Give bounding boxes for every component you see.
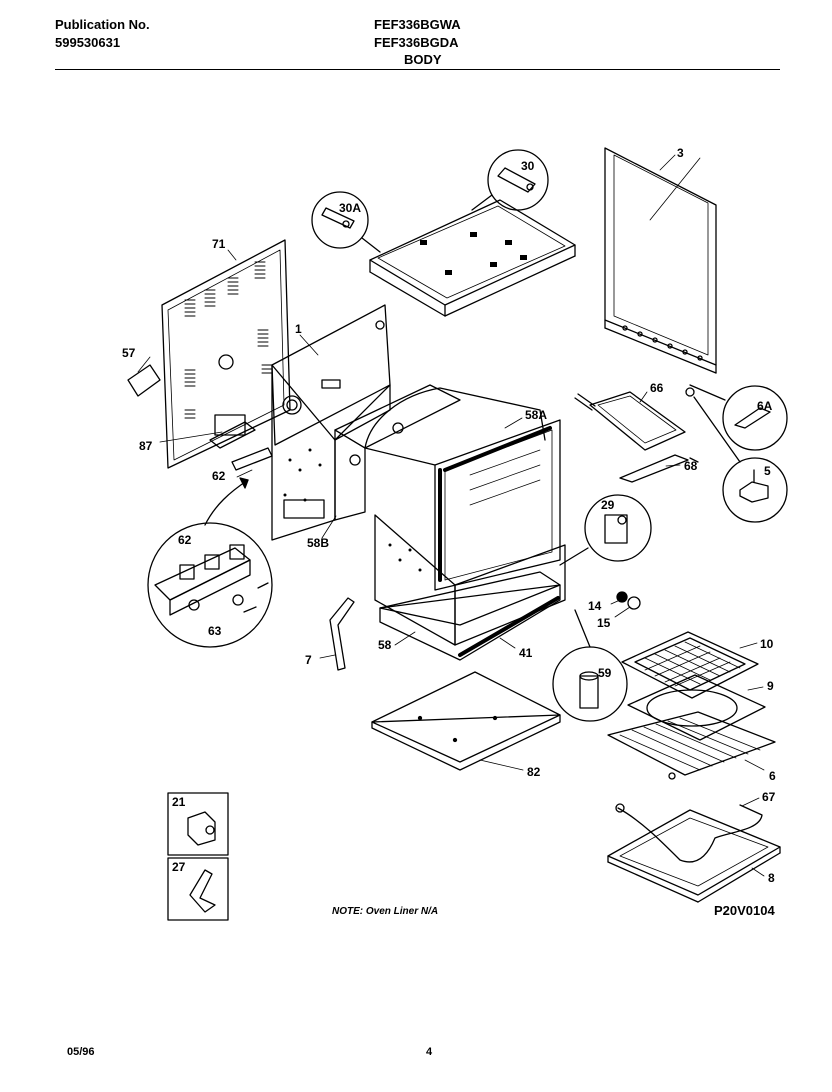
oven-rack-6 [607, 711, 776, 780]
part-label-58: 58 [378, 638, 392, 652]
part-label-41: 41 [519, 646, 533, 660]
part-label-7: 7 [305, 653, 312, 667]
footer-date: 05/96 [67, 1046, 95, 1058]
bracket-57 [127, 364, 161, 397]
part-label-30: 30 [521, 159, 535, 173]
part-label-59: 59 [598, 666, 612, 680]
detail-circle-6a [685, 384, 788, 451]
part-label-1: 1 [295, 322, 302, 336]
publication-number: 5995306​31 [55, 35, 121, 50]
part-label-15: 15 [597, 616, 611, 630]
part-label-30a: 30A [339, 201, 361, 215]
terminal-block-62 [231, 447, 273, 471]
detail-circle-62 [147, 477, 273, 648]
bake-element-67 [615, 803, 763, 863]
back-panel [161, 239, 291, 469]
model-number-2: FEF336BGDA [374, 35, 459, 50]
part-label-62-detail: 62 [178, 533, 192, 547]
part-label-67: 67 [762, 790, 776, 804]
part-label-57: 57 [122, 346, 136, 360]
detail-circle-30a [311, 191, 381, 253]
inset-box-21 [167, 792, 229, 856]
detail-circle-5 [693, 396, 788, 523]
part-label-10: 10 [760, 637, 774, 651]
part-label-62-main: 62 [212, 469, 226, 483]
part-label-66: 66 [650, 381, 664, 395]
part-label-9: 9 [767, 679, 774, 693]
diagram-code: P20V0104 [714, 903, 775, 918]
part-label-21: 21 [172, 795, 186, 809]
part-label-58b: 58B [307, 536, 329, 550]
part-label-6: 6 [769, 769, 776, 783]
part-label-68: 68 [684, 459, 698, 473]
part-label-8: 8 [768, 871, 775, 885]
lower-frame [374, 514, 566, 661]
floor-panel [371, 671, 561, 771]
rod-68 [619, 454, 699, 483]
knob-14 [616, 591, 641, 610]
publication-label: Publication No. [55, 17, 150, 32]
oven-liner-note: NOTE: Oven Liner N/A [332, 906, 439, 917]
inset-box-27 [167, 857, 229, 921]
part-label-58a: 58A [525, 408, 547, 422]
detail-circle-30 [471, 149, 549, 211]
header-rule [55, 69, 780, 70]
part-label-71: 71 [212, 237, 226, 251]
model-number-1: FEF336BGWA [374, 17, 461, 32]
detail-circle-29 [559, 494, 652, 566]
part-label-27: 27 [172, 860, 186, 874]
top-panel [369, 199, 576, 317]
part-label-29: 29 [601, 498, 615, 512]
part-label-87: 87 [139, 439, 153, 453]
side-panel [604, 147, 717, 374]
broiler-pan-9 [627, 674, 766, 741]
drawer-8 [607, 809, 781, 903]
part-label-63: 63 [208, 624, 222, 638]
bracket-87 [209, 421, 256, 449]
part-label-14: 14 [588, 599, 602, 613]
broiler-grid-10 [621, 631, 759, 699]
part-label-3: 3 [677, 146, 684, 160]
bracket-7 [329, 597, 355, 671]
section-title: BODY [404, 52, 442, 67]
bake-element-66 [574, 391, 686, 451]
part-label-5: 5 [764, 464, 771, 478]
part-label-6a: 6A [757, 399, 773, 413]
detail-circle-59 [552, 609, 628, 722]
part-label-82: 82 [527, 765, 541, 779]
leader-lines [137, 154, 765, 877]
page-number: 4 [426, 1046, 433, 1058]
oven-cavity [334, 384, 561, 591]
frame-1 [271, 304, 391, 541]
